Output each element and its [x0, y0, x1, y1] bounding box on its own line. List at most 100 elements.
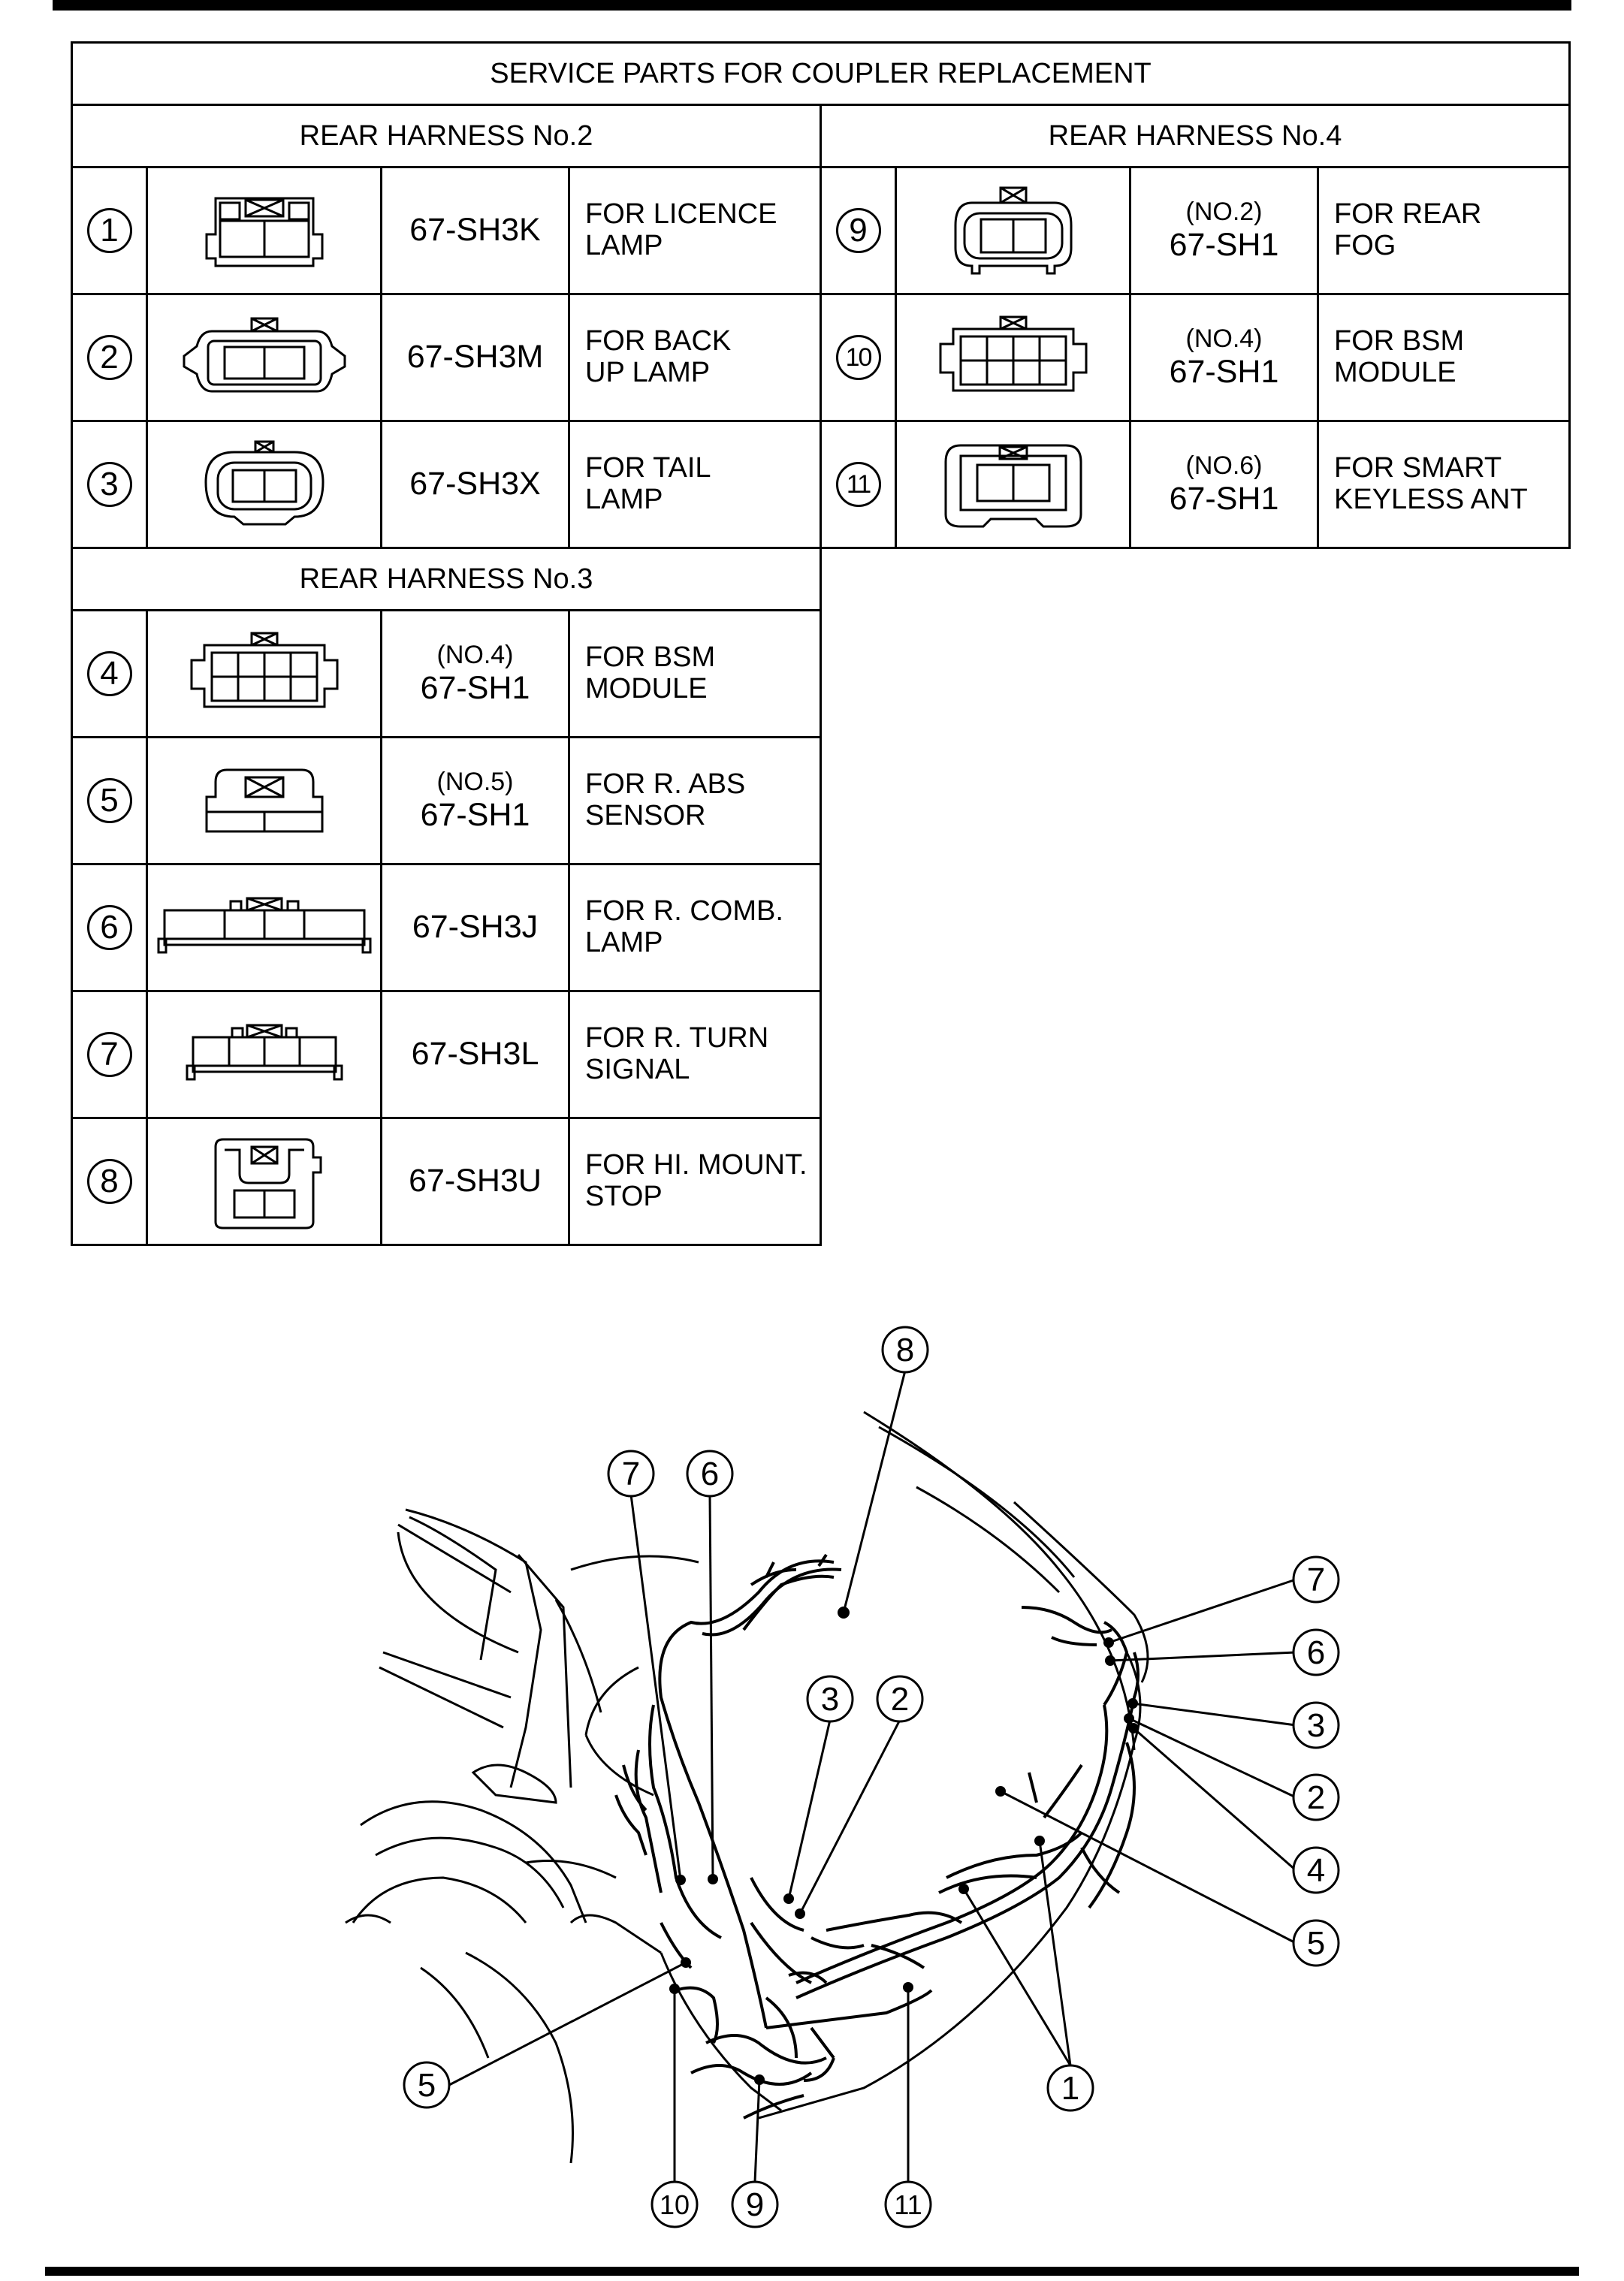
item-number: 11 — [835, 462, 881, 507]
part-desc: SIGNAL — [585, 1054, 690, 1085]
callout-11: 11 — [884, 2180, 932, 2228]
connector-icon — [183, 317, 346, 393]
table-row: 6 67-SH3J FOR R. COMB.LAMP — [71, 863, 1570, 992]
part-sub: (NO.4) — [436, 640, 514, 669]
part-sub: (NO.4) — [1185, 324, 1263, 353]
service-parts-table: SERVICE PARTS FOR COUPLER REPLACEMENT RE… — [71, 41, 1571, 1246]
item-number: 9 — [835, 208, 881, 253]
item-number: 3 — [86, 462, 132, 507]
connector-icon — [205, 768, 323, 833]
item-number: 10 — [835, 335, 881, 380]
part-sub: (NO.6) — [1185, 451, 1263, 480]
part-desc: KEYLESS ANT — [1334, 484, 1528, 515]
harness-no2-header: REAR HARNESS No.2 — [71, 104, 822, 168]
part-desc: FOR R. ABS — [585, 768, 746, 801]
svg-text:2: 2 — [891, 1681, 909, 1718]
part-number: 67-SH1 — [1169, 480, 1279, 517]
callout-2: 2 — [1292, 1773, 1340, 1821]
connector-icon — [939, 315, 1087, 392]
part-number: 67-SH3X — [409, 466, 541, 502]
svg-text:11: 11 — [894, 2189, 922, 2220]
part-desc: FOG — [1334, 230, 1396, 261]
callouts: 8 7 6 3 2 7 6 3 2 4 5 5 10 9 11 1 — [403, 1326, 1340, 2228]
part-desc: MODULE — [585, 673, 708, 705]
part-desc: FOR BSM — [1334, 325, 1465, 358]
svg-text:10: 10 — [660, 2189, 690, 2220]
svg-text:5: 5 — [1307, 1925, 1325, 1962]
connector-icon — [214, 1138, 321, 1230]
callout-2: 2 — [876, 1675, 924, 1723]
vehicle-body-outline — [345, 1411, 1149, 2164]
harness-no4-header: REAR HARNESS No.4 — [820, 104, 1571, 168]
item-number: 7 — [86, 1032, 132, 1077]
connector-icon — [157, 897, 371, 954]
svg-text:1: 1 — [1061, 2070, 1079, 2107]
callout-4: 4 — [1292, 1846, 1340, 1894]
part-desc: FOR TAIL — [585, 452, 711, 484]
callout-9: 9 — [731, 2180, 779, 2228]
part-desc: FOR R. TURN — [585, 1022, 769, 1055]
leader-lines — [448, 1370, 1296, 2183]
part-desc: FOR BSM — [585, 641, 716, 674]
svg-text:5: 5 — [418, 2067, 436, 2104]
part-desc: FOR BACK — [585, 325, 732, 358]
part-desc: FOR SMART — [1334, 452, 1502, 484]
callout-1: 1 — [1046, 2064, 1094, 2112]
item-number: 2 — [86, 335, 132, 380]
svg-text:4: 4 — [1307, 1852, 1325, 1889]
svg-text:3: 3 — [1307, 1707, 1325, 1744]
callout-6: 6 — [686, 1450, 734, 1498]
part-desc: FOR HI. MOUNT. — [585, 1149, 807, 1181]
callout-8: 8 — [881, 1326, 929, 1374]
callout-7: 7 — [607, 1450, 655, 1498]
harness-no3-header: REAR HARNESS No.3 — [71, 547, 822, 611]
table-title: SERVICE PARTS FOR COUPLER REPLACEMENT — [71, 41, 1571, 106]
svg-text:6: 6 — [701, 1456, 719, 1492]
callout-5: 5 — [1292, 1919, 1340, 1967]
svg-text:7: 7 — [1307, 1561, 1325, 1598]
callout-7: 7 — [1292, 1555, 1340, 1604]
part-number: 67-SH3K — [409, 212, 541, 249]
part-desc: FOR LICENCE — [585, 198, 777, 231]
part-desc: FOR R. COMB. — [585, 895, 783, 928]
item-number: 8 — [86, 1159, 132, 1204]
table-row: 8 67-SH3U FOR HI. MOUNT.STOP — [71, 1117, 1570, 1246]
connector-icon — [204, 440, 324, 526]
part-number: 67-SH3J — [412, 909, 539, 946]
connector-icon — [186, 1024, 343, 1081]
wire-harness — [614, 1553, 1140, 2120]
connector-icon — [944, 444, 1082, 528]
item-number: 5 — [86, 778, 132, 823]
callout-3: 3 — [806, 1675, 854, 1723]
callout-3: 3 — [1292, 1701, 1340, 1749]
svg-text:6: 6 — [1307, 1634, 1325, 1671]
part-number: 67-SH1 — [420, 669, 530, 706]
connector-icon — [954, 186, 1072, 275]
bottom-rule — [45, 2267, 1579, 2276]
svg-text:3: 3 — [821, 1681, 839, 1718]
item-number: 4 — [86, 651, 132, 696]
callout-10: 10 — [651, 2180, 699, 2228]
callout-6: 6 — [1292, 1628, 1340, 1676]
part-desc: LAMP — [585, 484, 663, 515]
svg-text:8: 8 — [896, 1332, 914, 1368]
part-desc: MODULE — [1334, 357, 1456, 388]
part-sub: (NO.2) — [1185, 197, 1263, 226]
part-desc: UP LAMP — [585, 357, 711, 388]
part-number: 67-SH1 — [420, 796, 530, 833]
callout-5: 5 — [403, 2061, 451, 2109]
part-desc: LAMP — [585, 927, 663, 958]
part-number: 67-SH3L — [411, 1036, 539, 1073]
part-number: 67-SH3M — [406, 339, 544, 376]
svg-text:2: 2 — [1307, 1779, 1325, 1816]
part-desc: LAMP — [585, 230, 663, 261]
connector-icon — [205, 197, 323, 267]
svg-text:9: 9 — [746, 2186, 764, 2223]
